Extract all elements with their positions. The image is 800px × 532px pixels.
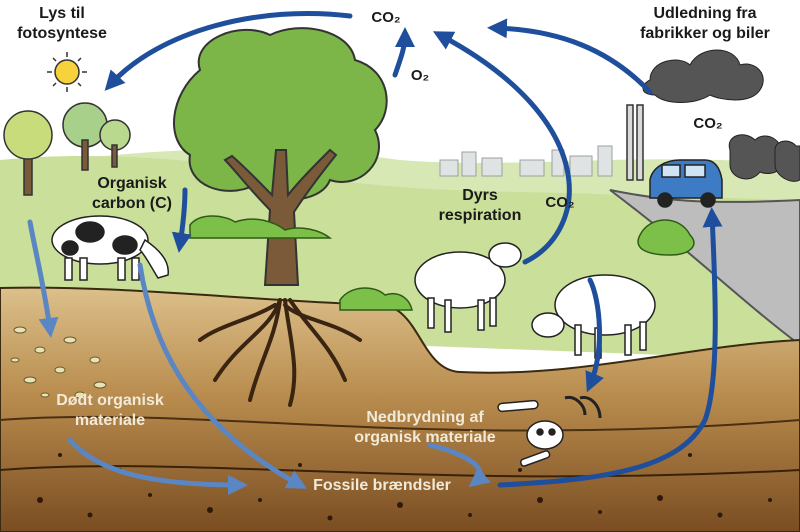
arrow-emissions-to-co2 [487,18,653,95]
label-dead-organic-line1: Dødt organisk [56,392,164,409]
smoke-icon [642,49,800,182]
soil-dots [37,453,772,521]
label-organic-carbon-line1: Organisk [97,175,166,192]
soil-layer-line-1 [0,415,800,432]
arrows-underground [27,219,491,495]
sun-icon [47,52,87,92]
arrow-decomposition-up [585,277,604,393]
label-o2: O₂ [411,67,429,84]
arrow-leaves-down [27,219,59,338]
arrow-dead-to-fossil [67,437,248,495]
label-decomposition-line2: organisk materiale [354,429,496,446]
label-animal-respiration-line2: respiration [439,207,522,224]
factory-chimneys-icon [626,104,644,181]
label-co2-factory: CO₂ [693,115,722,132]
soil [0,286,800,532]
label-light-photosynthesis-line1: Lys til [39,5,85,22]
cow-icon [51,215,169,281]
tree-roots [198,298,362,407]
arrow-cow-to-fossil [137,262,308,489]
arrow-co2-to-trees [104,11,353,91]
label-light-photosynthesis-line2: fotosyntese [17,25,107,42]
soil-layer-line-2 [0,465,800,478]
label-dead-organic-line2: materiale [75,412,145,429]
label-decomposition-line1: Nedbrydning af [366,409,484,426]
label-emissions-line2: fabrikker og biler [640,25,770,42]
big-tree-icon [173,27,388,286]
label-co2-top: CO₂ [371,9,400,26]
arrow-sheep-to-co2 [432,31,572,265]
label-animal-respiration-line1: Dyrs [462,187,498,204]
arrow-tree-o2-to-co2 [392,27,415,78]
dead-leaves [10,326,107,399]
arrows-above-ground [104,11,723,488]
arrow-cow-to-ground [171,187,192,253]
bushes [189,215,695,311]
car-icon [649,159,723,208]
label-co2-animals: CO₂ [545,194,574,211]
label-fossil-fuels: Fossile brændsler [313,477,451,494]
small-trees-icon [3,102,131,196]
label-organic-carbon-line2: carbon (C) [92,195,172,212]
sheep-1-icon [414,242,522,333]
arrow-decomp-to-fossil [427,442,491,488]
arrow-fossil-to-car [497,207,723,488]
bones-skull-icon [497,395,602,467]
label-emissions-line1: Udledning fra [653,5,756,22]
